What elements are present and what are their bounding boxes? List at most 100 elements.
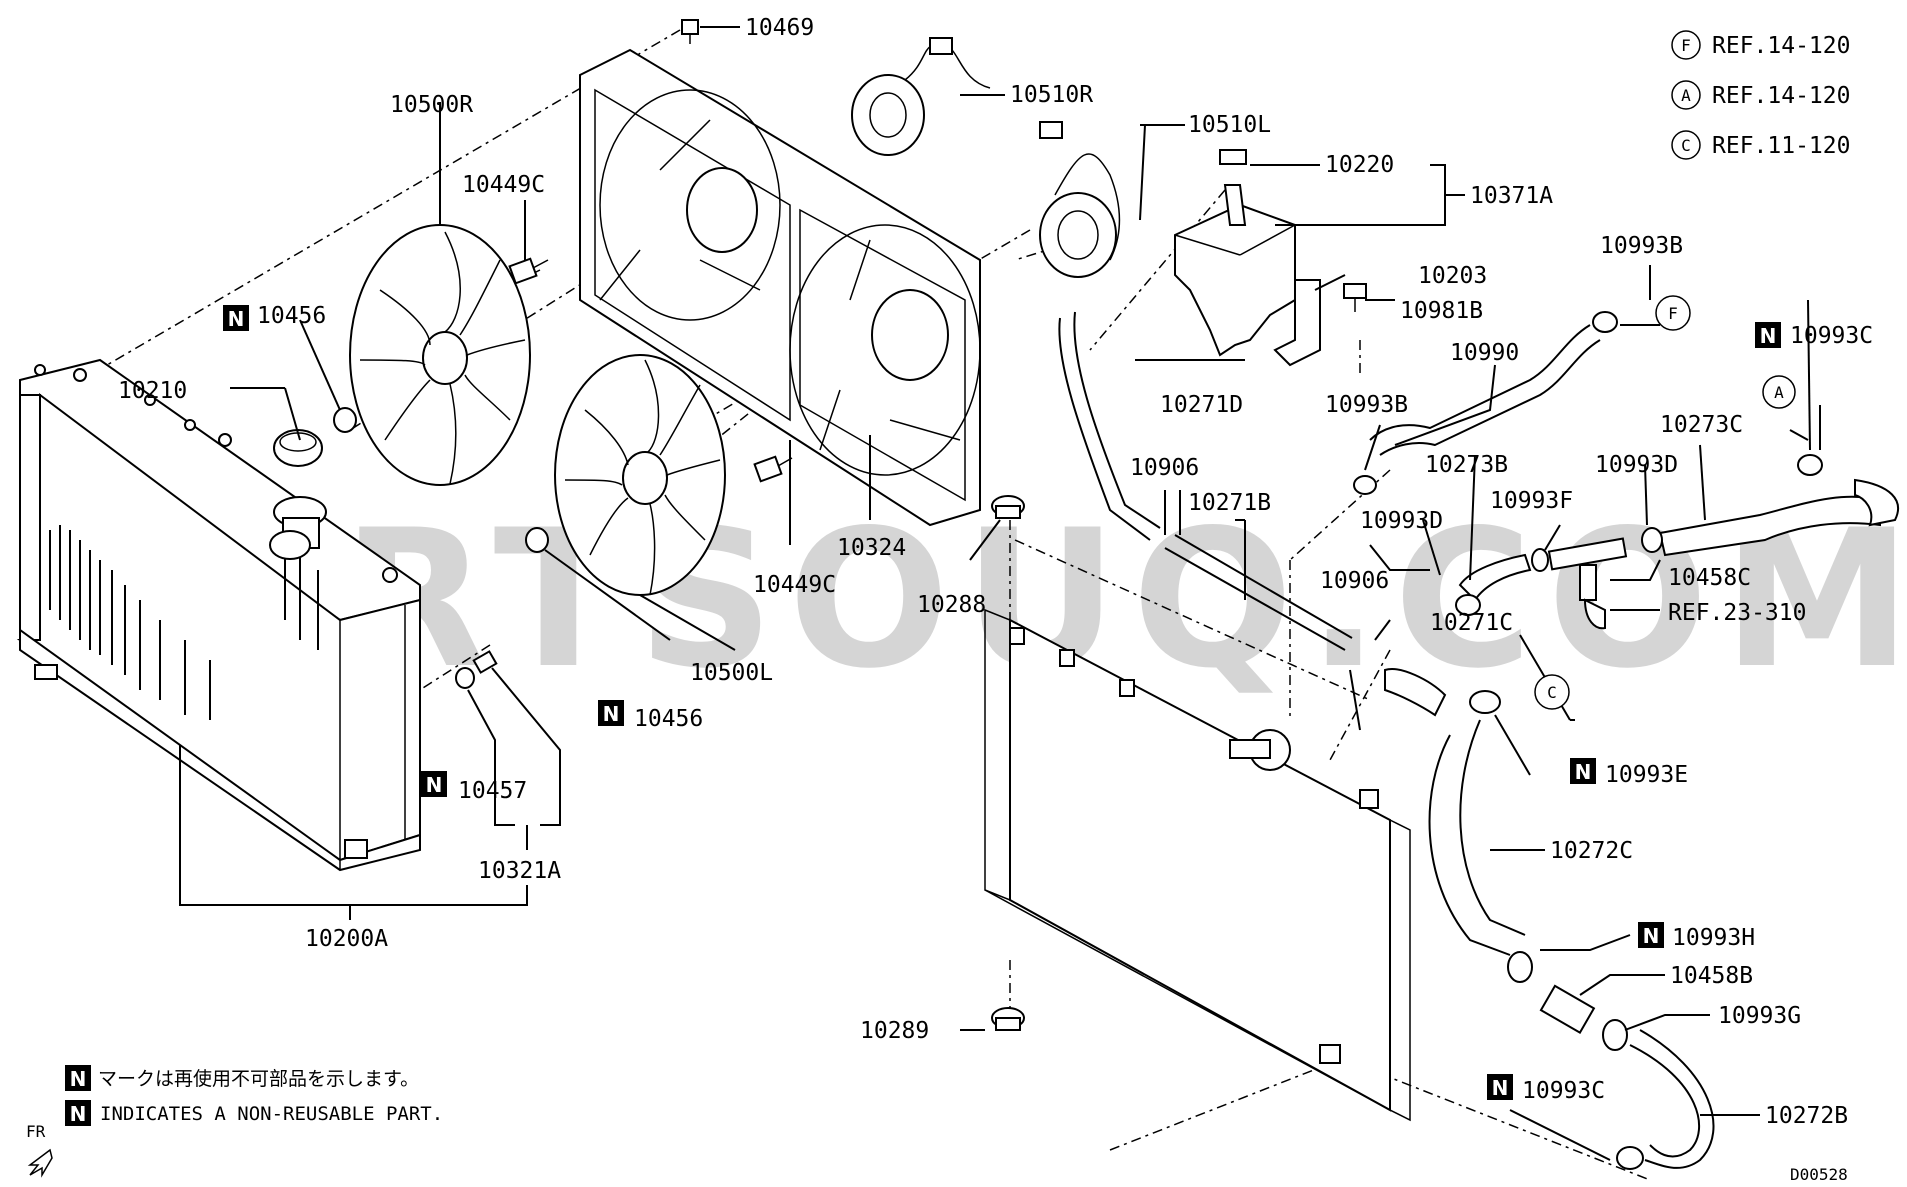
ref-item-f[interactable]: F REF.14-120 bbox=[1671, 30, 1850, 60]
svg-text:N: N bbox=[228, 307, 245, 331]
svg-text:N: N bbox=[1760, 324, 1777, 348]
hose-10272b bbox=[1629, 1029, 1715, 1169]
hose-10990 bbox=[1369, 324, 1601, 456]
ref-item-a[interactable]: A REF.14-120 bbox=[1671, 80, 1850, 110]
label-10273b[interactable]: 10273B bbox=[1425, 452, 1508, 478]
clamp-10993d-left bbox=[1455, 594, 1481, 616]
nut-10456-b bbox=[525, 527, 549, 553]
ref-text-f: REF.14-120 bbox=[1712, 33, 1850, 59]
note-en: INDICATES A NON-REUSABLE PART. bbox=[100, 1103, 443, 1125]
label-10457[interactable]: 10457 bbox=[458, 778, 527, 804]
label-10273c[interactable]: 10273C bbox=[1660, 412, 1743, 438]
svg-text:N: N bbox=[1575, 760, 1592, 784]
ref-letter-c: C bbox=[1681, 136, 1691, 155]
radiator-rear-view bbox=[984, 608, 1411, 1122]
clamp-10993b-upper bbox=[1592, 311, 1618, 333]
reserve-tank-10220 bbox=[1174, 149, 1296, 357]
label-10456-a[interactable]: 10456 bbox=[257, 303, 326, 329]
diagram-code: D00528 bbox=[1790, 1165, 1848, 1184]
label-10906-a[interactable]: 10906 bbox=[1130, 455, 1199, 481]
mount-10289 bbox=[991, 1007, 1025, 1031]
fr-label: FR bbox=[26, 1122, 46, 1141]
ref-text-a: REF.14-120 bbox=[1712, 83, 1850, 109]
label-ref-23-310[interactable]: REF.23-310 bbox=[1668, 600, 1806, 626]
label-10371a[interactable]: 10371A bbox=[1470, 183, 1553, 209]
label-10272c[interactable]: 10272C bbox=[1550, 838, 1633, 864]
label-10469[interactable]: 10469 bbox=[745, 15, 814, 41]
radiator-assembly-10200a bbox=[16, 358, 421, 872]
svg-text:N: N bbox=[1492, 1076, 1509, 1100]
label-10272b[interactable]: 10272B bbox=[1765, 1103, 1848, 1129]
label-10220[interactable]: 10220 bbox=[1325, 152, 1394, 178]
nut-10456-a bbox=[333, 407, 357, 433]
n-badge-10993h: N bbox=[1638, 922, 1664, 948]
ref-letter-f: F bbox=[1681, 36, 1691, 55]
label-10993d-b[interactable]: 10993D bbox=[1360, 508, 1443, 534]
label-10203[interactable]: 10203 bbox=[1418, 263, 1487, 289]
label-10510r[interactable]: 10510R bbox=[1010, 82, 1093, 108]
bolt-10469 bbox=[681, 19, 699, 44]
callout-f[interactable]: F bbox=[1655, 295, 1691, 331]
callout-a[interactable]: A bbox=[1762, 375, 1796, 409]
hose-10271d bbox=[1058, 311, 1161, 541]
hose-10272c bbox=[1428, 719, 1526, 956]
label-10993h[interactable]: 10993H bbox=[1672, 925, 1755, 951]
label-10500r[interactable]: 10500R bbox=[390, 92, 473, 118]
mount-10288 bbox=[991, 495, 1025, 519]
label-10993c-b[interactable]: 10993C bbox=[1522, 1078, 1605, 1104]
label-10271d[interactable]: 10271D bbox=[1160, 392, 1243, 418]
label-10510l[interactable]: 10510L bbox=[1188, 112, 1271, 138]
fan-10500r bbox=[349, 224, 531, 486]
n-badge-note-jp: N bbox=[65, 1065, 91, 1091]
label-10906-b[interactable]: 10906 bbox=[1320, 568, 1389, 594]
label-10458c[interactable]: 10458C bbox=[1668, 565, 1751, 591]
label-10271b[interactable]: 10271B bbox=[1188, 490, 1271, 516]
label-10993b-b[interactable]: 10993B bbox=[1325, 392, 1408, 418]
label-10289[interactable]: 10289 bbox=[860, 1018, 929, 1044]
label-10993e[interactable]: 10993E bbox=[1605, 762, 1688, 788]
label-10993f[interactable]: 10993F bbox=[1490, 488, 1573, 514]
label-10993g[interactable]: 10993G bbox=[1718, 1003, 1801, 1029]
svg-text:N: N bbox=[603, 702, 620, 726]
n-badge-10456-b: N bbox=[598, 700, 624, 726]
label-10456-b[interactable]: 10456 bbox=[634, 706, 703, 732]
clamp-10993b-lower bbox=[1353, 475, 1377, 495]
label-10210[interactable]: 10210 bbox=[118, 378, 187, 404]
fan-motor-10510r bbox=[851, 37, 991, 156]
label-10321a[interactable]: 10321A bbox=[478, 858, 561, 884]
label-10200a[interactable]: 10200A bbox=[305, 926, 388, 952]
clamp-10993h bbox=[1507, 951, 1533, 983]
fan-10500l bbox=[554, 354, 726, 596]
note-jp: マークは再使用不可部品を示します。 bbox=[98, 1068, 419, 1090]
clamp-10993g bbox=[1602, 1019, 1628, 1051]
label-10993d-a[interactable]: 10993D bbox=[1595, 452, 1678, 478]
drain-plug-10457 bbox=[455, 650, 498, 689]
label-10993c-a[interactable]: 10993C bbox=[1790, 323, 1873, 349]
label-10500l[interactable]: 10500L bbox=[690, 660, 773, 686]
label-10449c-a[interactable]: 10449C bbox=[462, 172, 545, 198]
ref-item-c[interactable]: C REF.11-120 bbox=[1671, 130, 1850, 160]
hose-10271b bbox=[1164, 534, 1353, 651]
label-10271c[interactable]: 10271C bbox=[1430, 610, 1513, 636]
fan-motor-10510l bbox=[1039, 121, 1121, 278]
label-10324[interactable]: 10324 bbox=[837, 535, 906, 561]
label-10990[interactable]: 10990 bbox=[1450, 340, 1519, 366]
ref-letter-a: A bbox=[1681, 86, 1691, 105]
label-10458b[interactable]: 10458B bbox=[1670, 963, 1753, 989]
label-10449c-b[interactable]: 10449C bbox=[753, 572, 836, 598]
clamp-10993f bbox=[1531, 548, 1549, 572]
bolt-10981b bbox=[1343, 283, 1367, 312]
n-badge-10457: N bbox=[421, 771, 447, 797]
n-badge-10993e: N bbox=[1570, 758, 1596, 784]
label-10288[interactable]: 10288 bbox=[917, 592, 986, 618]
label-10981b[interactable]: 10981B bbox=[1400, 298, 1483, 324]
label-10993b-a[interactable]: 10993B bbox=[1600, 233, 1683, 259]
callout-c[interactable]: C bbox=[1534, 674, 1570, 710]
callout-letter-c: C bbox=[1547, 683, 1557, 702]
hose-10273b bbox=[1458, 553, 1532, 602]
union-10458b bbox=[1539, 984, 1596, 1034]
n-badge-note-en: N bbox=[65, 1100, 91, 1126]
bracket-10203 bbox=[1273, 279, 1321, 367]
svg-text:N: N bbox=[70, 1067, 87, 1091]
